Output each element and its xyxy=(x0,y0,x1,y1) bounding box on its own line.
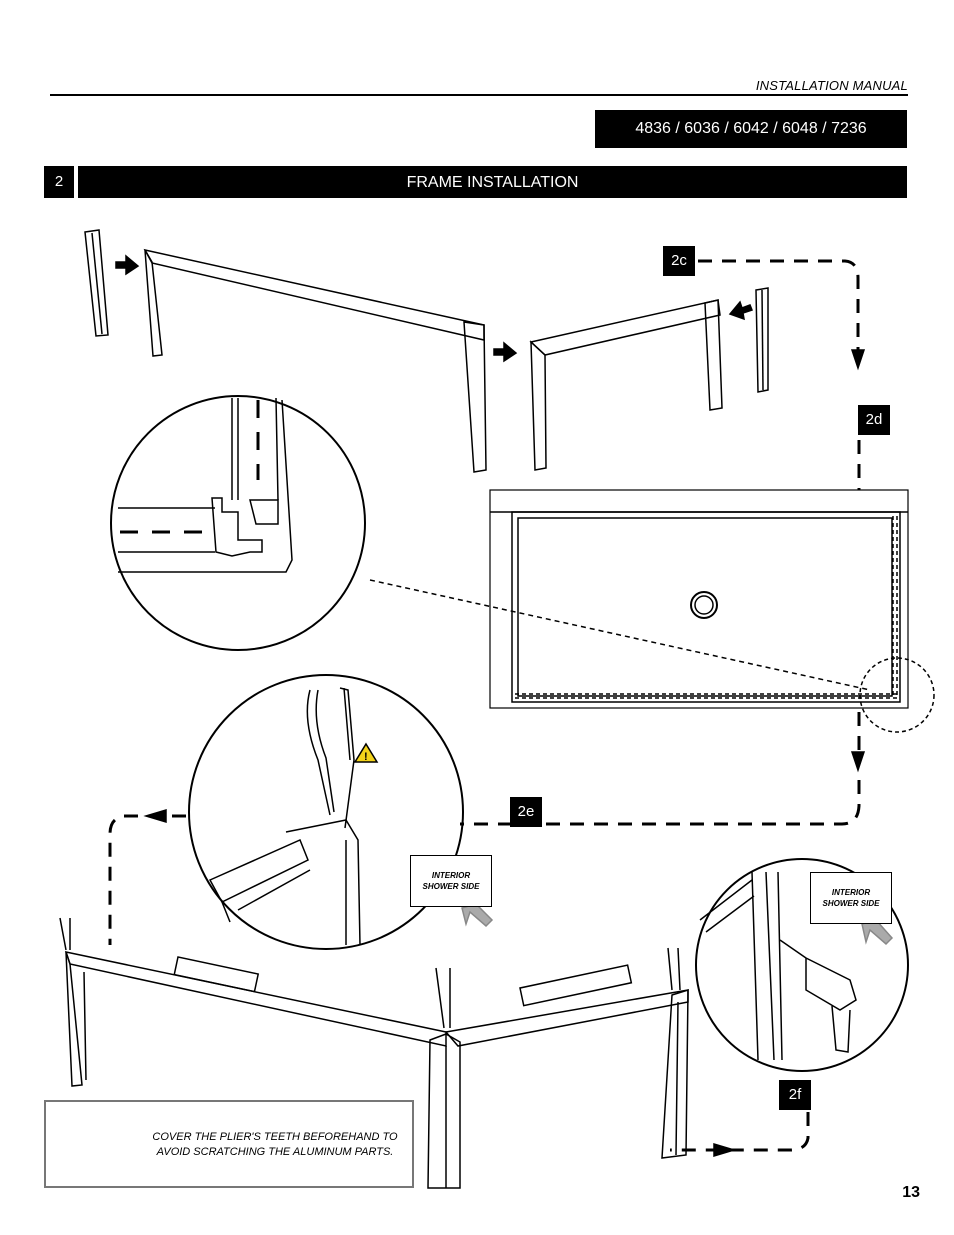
arrow-icon xyxy=(850,349,866,371)
interior-side-label: INTERIOR SHOWER SIDE xyxy=(410,855,492,907)
interior-label-line2: SHOWER SIDE xyxy=(422,882,480,891)
warning-text: COVER THE PLIER'S TEETH BEFOREHAND TO AV… xyxy=(152,1131,398,1158)
flow-line xyxy=(460,780,861,826)
interior-label-line1: INTERIOR xyxy=(431,871,471,880)
step-2c-tag: 2c xyxy=(663,246,695,276)
section-title: FRAME INSTALLATION xyxy=(78,166,907,198)
manual-title: INSTALLATION MANUAL xyxy=(755,78,908,93)
arrow-icon xyxy=(115,254,140,276)
plier-detail-circle xyxy=(188,674,464,950)
left-jamb-piece xyxy=(84,229,109,337)
corner-detail-circle xyxy=(110,395,366,651)
arrow-icon xyxy=(493,341,518,363)
warning-box xyxy=(44,1100,414,1188)
interior-side-label: INTERIOR SHOWER SIDE xyxy=(810,872,892,924)
step-2d-tag: 2d xyxy=(858,405,890,435)
right-jamb-piece xyxy=(755,287,769,393)
interior-arrow-icon xyxy=(461,903,494,928)
interior-label-line2: SHOWER SIDE xyxy=(822,899,880,908)
callout-line xyxy=(369,579,871,691)
step-2e-tag: 2e xyxy=(510,797,542,827)
shower-base xyxy=(489,489,909,709)
drill-detail-circle xyxy=(695,858,909,1072)
model-numbers: 4836 / 6036 / 6042 / 6048 / 7236 xyxy=(595,110,907,148)
caution-triangle-icon xyxy=(353,742,379,763)
svg-text:!: ! xyxy=(364,751,368,763)
interior-label-line1: INTERIOR xyxy=(831,888,871,897)
page-number: 13 xyxy=(902,1184,920,1201)
section-number: 2 xyxy=(44,166,74,198)
arrow-icon xyxy=(728,300,753,321)
header-rule xyxy=(50,94,908,96)
arrow-icon xyxy=(143,808,167,824)
header-frame xyxy=(143,248,487,473)
arrow-icon xyxy=(850,751,866,773)
arrow-icon xyxy=(713,1142,737,1158)
flow-line xyxy=(670,1112,810,1152)
side-header-frame xyxy=(529,299,723,471)
flow-line xyxy=(108,814,186,945)
flow-line xyxy=(698,259,860,350)
frame-assembly-bottom xyxy=(59,917,689,1189)
step-2f-tag: 2f xyxy=(779,1080,811,1110)
detail-callout-circle xyxy=(859,657,935,733)
